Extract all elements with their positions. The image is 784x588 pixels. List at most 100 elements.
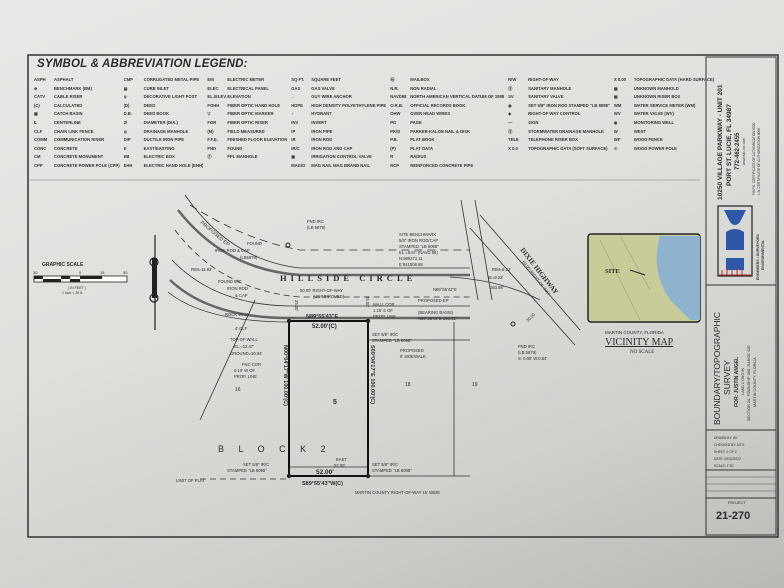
legend-symbol: FOR [207, 119, 217, 125]
set-iron-rod-label: STAMPED "LB 8098" [372, 338, 412, 343]
legend-meaning: GAS VALVE [311, 85, 335, 91]
legend-symbol: W [613, 128, 618, 134]
legend-meaning: CENTERLINE [54, 119, 81, 125]
wall-corner-label: PROP. LINE [373, 314, 396, 319]
legend-symbol: EHH [123, 162, 133, 168]
scale-tick: 30 [33, 270, 38, 275]
legend-symbol: WM [613, 102, 622, 108]
date: DATE: 09/02/2022 [714, 457, 741, 461]
legend-meaning: CONCRETE MONUMENT [54, 154, 104, 160]
set-iron-rod-label: STAMPED "LB 8098" [227, 468, 267, 473]
found-rod-label: FOUND 5/8" [218, 279, 242, 284]
legend-meaning: SET 5/8" IRON ROD STAMPED "LB 8098" [528, 102, 610, 108]
legend-entry: P.B.PLAT BOOK [390, 136, 504, 145]
benchmark-label: N:989371.11 [399, 256, 423, 261]
legend-symbol: EL./ELEV. [207, 94, 227, 100]
vicinity-title: VICINITY MAP [605, 337, 674, 348]
legend-symbol: Ⓢ [508, 128, 513, 134]
benchmark-label: E:941508.88 [399, 262, 423, 267]
legend-symbol: φ [123, 94, 127, 100]
lot-number: 19 [472, 382, 478, 388]
legend-meaning: DRAINAGE MANHOLE [143, 128, 189, 134]
title-block: 10250 VILLAGE PARKWAY - UNIT 201 PORT ST… [705, 56, 777, 536]
project-label: PROJECT [728, 501, 746, 505]
benchmark-label: SITE BENCHMARK [399, 232, 436, 237]
legend-meaning: HIGH DENSITY POLYETHYLENE PIPE [311, 102, 387, 108]
legend-meaning: PAGE [410, 119, 422, 125]
legend-symbol: RCP [390, 162, 400, 168]
found-irc-label: IRON ROD & CAP [215, 248, 250, 253]
legend-symbol: Ø [123, 119, 127, 125]
firm-name: ENVIRONMENTAL [761, 239, 765, 270]
legend-symbol: ▣ [613, 94, 618, 100]
legend-entry: WM WATER SERVICE METER (WM) [614, 102, 714, 111]
legend-symbol: Ⓢ [508, 85, 513, 91]
legend-symbol: — [508, 119, 513, 125]
legend-symbol: ◉ [508, 102, 512, 108]
legend-meaning: WATER SERVICE METER (WM) [633, 102, 696, 108]
sheet-border [27, 54, 779, 538]
scale-title: GRAPHIC SCALE [42, 262, 84, 268]
legend-meaning: RIGHT-OF-WAY [528, 77, 559, 82]
legend-symbol: EB [123, 154, 130, 160]
east-label: EAST [336, 457, 347, 462]
legend-symbol: EM [207, 77, 214, 82]
limit-plat-label: LIMIT OF PLAT [176, 478, 205, 483]
fence-corner-label: PROP. LINE [234, 374, 257, 379]
firm-cert: F.B.P.E. CERTIFICATE OF AUTHORIZATION 80… [752, 122, 756, 195]
legend-meaning: WOOD POWER POLE [633, 145, 677, 151]
lot-number: 18 [405, 382, 411, 388]
legend-symbol: (D) [123, 102, 130, 108]
legend-symbol: WV [613, 111, 621, 117]
legend-entry: —SIGN [508, 119, 610, 128]
firm-web: www.edc-inc.com [742, 138, 746, 165]
top-wall-label: GROUND=10.84' [230, 351, 263, 356]
bearing-basis: N89°55'43"E 193.62' [418, 316, 457, 321]
legend-symbol: SQ FT. [291, 77, 305, 82]
legend-meaning: SQUARE FEET [311, 77, 342, 82]
scale-tick: 0 [79, 270, 82, 275]
west-line-label: N00°04'17"W 100.00'(C) [282, 345, 288, 406]
legend-meaning: CONCRETE POWER POLE (CPP) [54, 162, 120, 168]
legend-meaning: FIBER OPTIC RISER [227, 119, 268, 125]
legend-symbol: ▦ [34, 111, 38, 117]
legend-symbol: ▣ [291, 154, 296, 160]
distance-bottom: 52.00' [316, 469, 334, 476]
survey-title: SURVEY [722, 360, 732, 395]
legend-symbol: (C) [34, 102, 40, 108]
legend-meaning: IRON ROD AND CAP [311, 145, 353, 151]
client-name: FOR: JUSTIN ANGEL [734, 357, 740, 407]
legend-symbol: X 0.00 [613, 77, 626, 82]
legend-symbol: Ⓕ [207, 154, 212, 160]
legend-meaning: FINISHED FLOOR ELEVATION [227, 137, 288, 143]
legend-entry: (P)PLAT DATA [390, 145, 504, 154]
legend-symbol: D.B. [123, 111, 132, 117]
legend-symbol: (P) [390, 145, 396, 151]
legend-symbol: ▦ [613, 85, 618, 91]
fence-corner-label: 0.10' W OF [234, 368, 255, 373]
legend-meaning: CALCULATED [54, 102, 83, 108]
legend-meaning: NON RADIAL [410, 85, 437, 91]
legend-symbol: COMM [34, 137, 48, 143]
legend-symbol: PG [390, 119, 397, 125]
legend-entry: ⊕BENCHMARK (BM) [34, 85, 120, 94]
legend-meaning: SANITARY MANHOLE [528, 85, 572, 91]
scale-tick: 30 [123, 270, 128, 275]
legend-meaning: INVERT [311, 119, 327, 125]
east-label: 52.00' [334, 463, 345, 468]
legend-symbol: ▤ [123, 85, 128, 91]
